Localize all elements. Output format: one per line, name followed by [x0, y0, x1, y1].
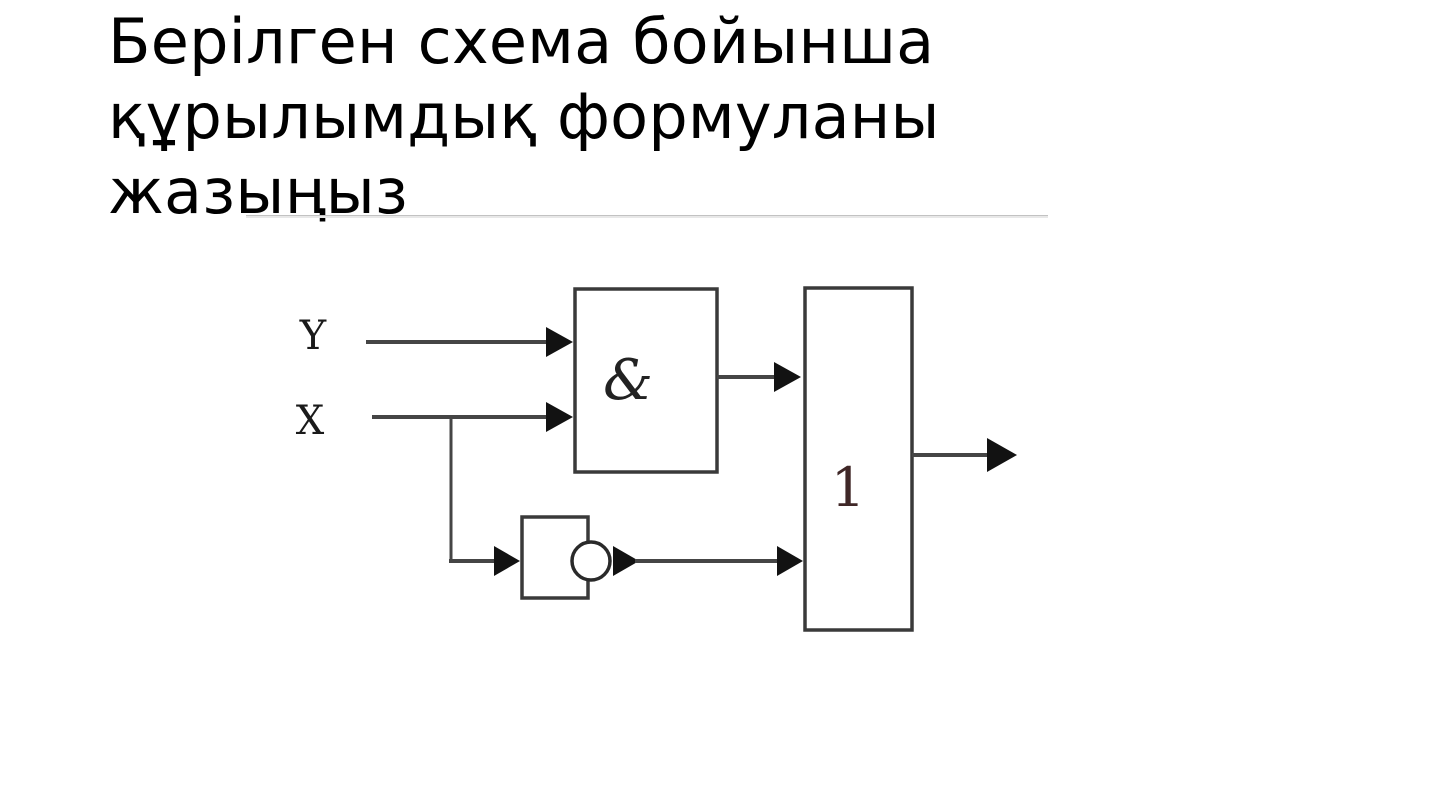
input-x-label: X	[296, 398, 325, 444]
title-line-2: құрылымдық формуланы	[108, 80, 940, 153]
x-branch-arrowhead-icon	[494, 546, 520, 576]
or-gate-label: 1	[831, 456, 865, 519]
and-gate-label: &	[603, 348, 653, 413]
title-line-1: Берілген схема бойынша	[108, 5, 935, 78]
input-y-wire	[366, 327, 573, 357]
page-title: Берілген схема бойынша құрылымдық формул…	[108, 4, 1068, 229]
input-x-wire	[372, 402, 573, 432]
and-gate-box	[573, 287, 719, 474]
not-output-wire	[613, 546, 803, 576]
input-y-label: Y	[299, 313, 327, 359]
x-branch-wire	[449, 417, 520, 576]
or-output-wire	[912, 438, 1017, 472]
not-output-arrowhead-icon	[613, 546, 639, 576]
input-x-arrowhead-icon	[546, 402, 573, 432]
not-gate-inversion-bubble-icon	[570, 540, 612, 582]
and-to-or-arrowhead-icon	[774, 362, 801, 392]
not-gate	[520, 515, 612, 600]
or-gate: 1	[803, 286, 914, 632]
input-y-arrowhead-icon	[546, 327, 573, 357]
or-gate-box	[803, 286, 914, 632]
and-output-wire	[717, 362, 801, 392]
title-divider-line	[246, 215, 1048, 218]
not-to-or-arrowhead-icon	[777, 546, 803, 576]
circuit-output-arrowhead-icon	[987, 438, 1017, 472]
and-gate: &	[573, 287, 719, 474]
